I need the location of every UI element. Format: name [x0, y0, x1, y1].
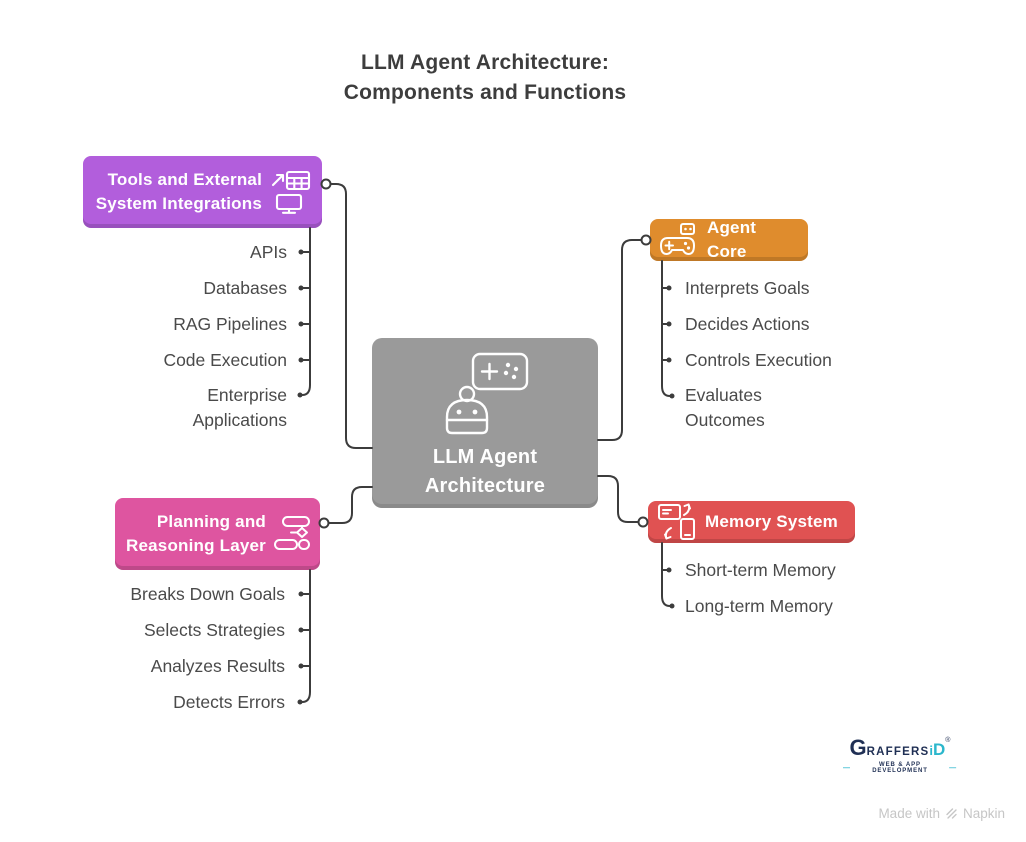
- graffersid-logo-tagline: — WEB & APP DEVELOPMENT —: [843, 762, 957, 774]
- watermark-prefix: Made with: [878, 806, 940, 821]
- logo-letter-i: i: [929, 743, 933, 758]
- node-agent-core: Agent Core: [650, 218, 808, 261]
- workflow-icon: [274, 516, 310, 550]
- center-node-llm-agent-architecture: LLM Agent Architecture: [372, 338, 598, 508]
- logo-letter-d: D: [933, 740, 946, 759]
- list-item: Databases: [203, 278, 287, 298]
- center-node-label: LLM Agent Architecture: [424, 446, 546, 497]
- logo-raffers-text: RAFFERS: [866, 746, 930, 758]
- title-line-1: LLM Agent Architecture:: [360, 51, 610, 74]
- item-dots: [666, 567, 675, 609]
- list-item: Evaluates Outcomes: [685, 385, 765, 430]
- logo-letter-g: G: [849, 735, 867, 760]
- node-agent-core-label: Agent Core: [707, 218, 757, 261]
- robot-controller-icon: [445, 352, 529, 435]
- tagline-dash-left: —: [843, 764, 851, 772]
- item-dots: [666, 285, 675, 399]
- list-item: Short-term Memory: [685, 560, 836, 580]
- node-tools-integrations: Tools and External System Integrations: [83, 156, 322, 228]
- memory-sync-icon: [658, 503, 695, 540]
- list-item: Long-term Memory: [685, 596, 833, 616]
- list-item: Controls Execution: [685, 350, 832, 370]
- node-memory-system-label: Memory System: [705, 512, 838, 531]
- napkin-watermark: Made with Napkin: [878, 806, 1005, 821]
- node-memory-system: Memory System: [648, 501, 855, 543]
- diagram-title: LLM Agent Architecture: Components and F…: [235, 48, 735, 108]
- list-item: Decides Actions: [685, 314, 810, 334]
- list-item: Breaks Down Goals: [130, 584, 285, 604]
- list-item: Enterprise Applications: [192, 385, 287, 430]
- gamepad-robot-icon: [660, 223, 695, 255]
- list-item: Analyzes Results: [150, 656, 285, 676]
- item-dots: [297, 591, 304, 705]
- tagline-dash-right: —: [949, 764, 957, 772]
- list-item: Detects Errors: [173, 692, 285, 712]
- tagline-text: WEB & APP DEVELOPMENT: [872, 762, 928, 774]
- list-item: APIs: [250, 242, 287, 262]
- watermark-brand: Napkin: [962, 806, 1005, 821]
- list-item: Interprets Goals: [685, 278, 810, 298]
- node-tools-label: Tools and External System Integrations: [95, 170, 262, 213]
- napkin-icon: [946, 808, 957, 819]
- node-planning-reasoning: Planning and Reasoning Layer: [115, 498, 320, 570]
- list-item: RAG Pipelines: [173, 314, 287, 334]
- integrations-icon: [271, 170, 311, 214]
- list-item: Code Execution: [163, 350, 287, 370]
- item-dots: [297, 249, 304, 398]
- registered-mark: ®: [945, 737, 951, 744]
- node-planning-label: Planning and Reasoning Layer: [126, 512, 266, 555]
- list-item: Selects Strategies: [143, 620, 285, 640]
- title-line-2: Components and Functions: [343, 81, 627, 104]
